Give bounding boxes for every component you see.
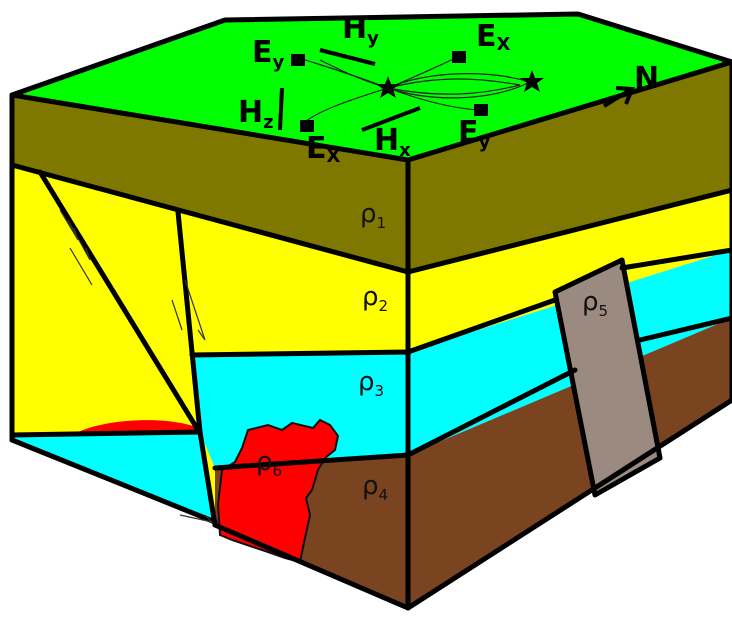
svg-text:ρ2: ρ2: [362, 282, 388, 315]
svg-text:Hx: Hx: [374, 123, 411, 161]
rho4-label: ρ: [362, 471, 379, 501]
svg-text:EX: EX: [476, 19, 511, 55]
svg-text:EX: EX: [306, 131, 341, 167]
rho2-label: ρ: [362, 282, 379, 312]
north-arrow-head-icon: [615, 86, 635, 105]
hy-coil: [319, 48, 376, 66]
ey-top-label: E: [252, 35, 273, 70]
ex-top-label: E: [476, 19, 497, 54]
ex-top-electrode: [452, 51, 466, 63]
svg-text:Hy: Hy: [342, 11, 379, 49]
fault-arrows: [59, 209, 214, 524]
svg-text:ρ1: ρ1: [360, 199, 386, 232]
hz-label: H: [238, 95, 263, 130]
hy-label: H: [342, 11, 367, 46]
hx-coil: [361, 106, 421, 132]
rho1-band-front: [12, 95, 408, 272]
svg-text:Hz: Hz: [238, 95, 274, 133]
rho6-label: ρ: [256, 447, 273, 477]
svg-text:Ey: Ey: [252, 35, 285, 73]
rho1-label: ρ: [360, 199, 377, 229]
ey-bottom-electrode: [474, 104, 488, 116]
sensor-labels: Ey Hy EX Hz EX Hx Ey N: [238, 11, 659, 167]
rho1-band-right: [408, 62, 732, 272]
rho6-body: [216, 418, 340, 564]
right-face-brown: [408, 318, 732, 608]
ey-top-electrode: [291, 54, 305, 66]
hx-label: H: [374, 123, 399, 158]
hz-coil: [278, 87, 284, 131]
svg-text:ρ5: ρ5: [582, 287, 608, 320]
surface-green: [9, 11, 732, 163]
north-label: N: [634, 61, 659, 96]
svg-text:ρ6: ρ6: [256, 447, 282, 480]
right-face-yellow: [408, 190, 732, 352]
ex-bottom-label: E: [306, 131, 327, 166]
layer-labels: ρ1 ρ2 ρ3 ρ4 ρ5 ρ6: [256, 199, 608, 504]
sensor-layout: [278, 48, 635, 132]
svg-text:ρ3: ρ3: [358, 367, 384, 400]
outlines: [9, 59, 732, 611]
station-star-icon: [376, 76, 400, 98]
svg-text:Ey: Ey: [458, 115, 491, 153]
north-arrow-shaft: [602, 88, 632, 108]
ex-bottom-electrode: [300, 120, 314, 132]
remote-star-icon: [520, 70, 544, 92]
ey-bottom-label: E: [458, 115, 479, 150]
rho5-label: ρ: [582, 287, 599, 317]
svg-text:ρ4: ρ4: [362, 471, 388, 504]
rho5-dyke: [552, 257, 663, 498]
rho3-label: ρ: [358, 367, 375, 397]
